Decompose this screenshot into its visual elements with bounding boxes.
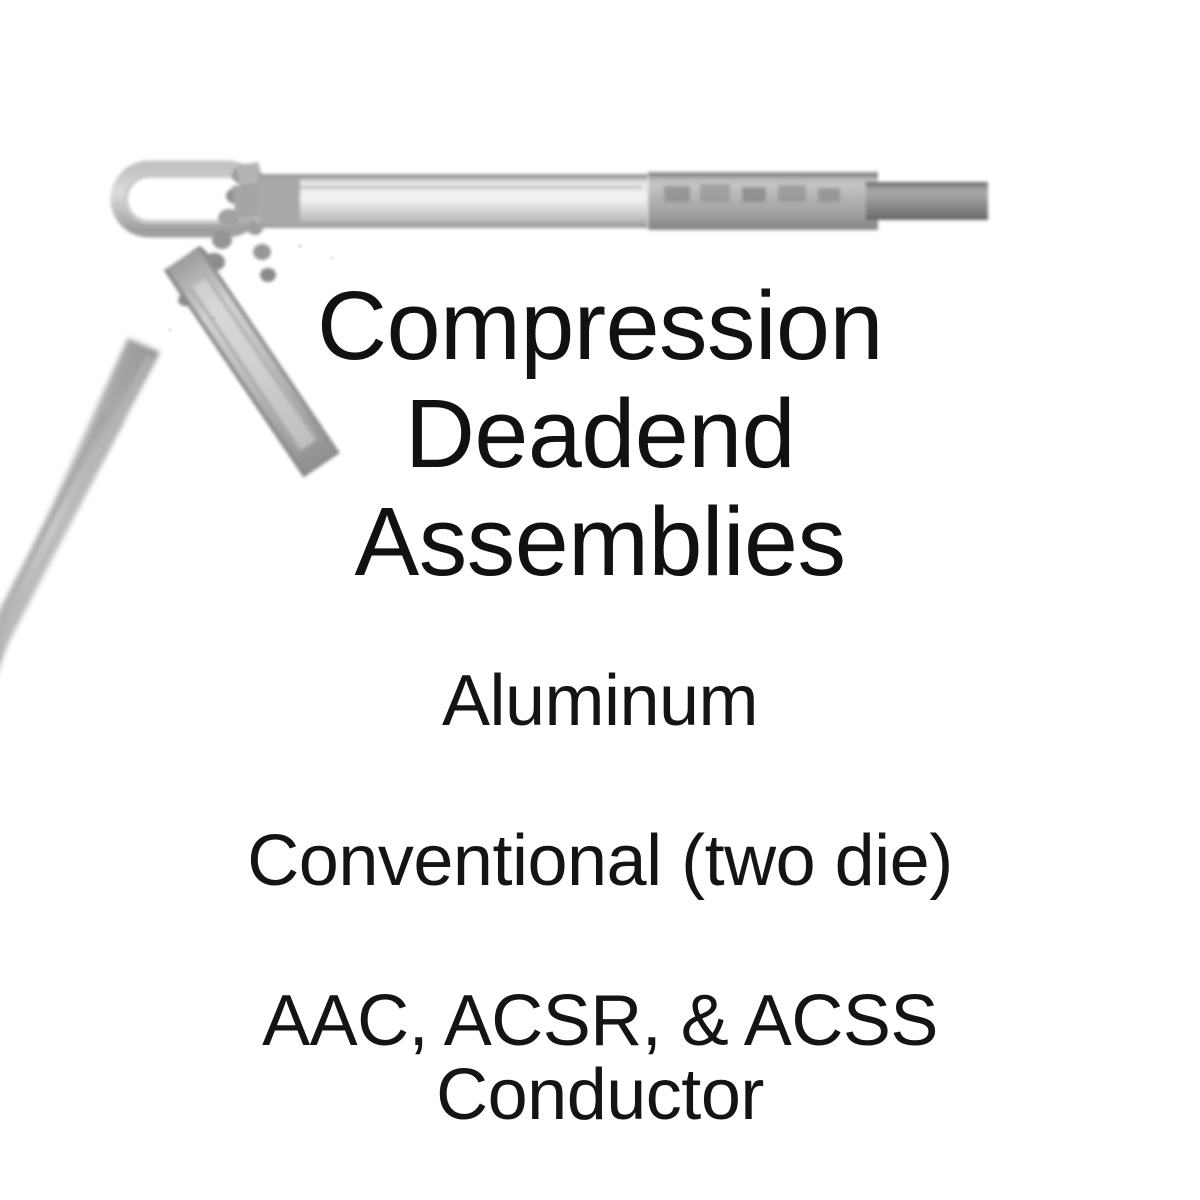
crimped-sleeve-section (648, 172, 878, 230)
photo-noise-accents (168, 243, 334, 332)
rod-end (866, 182, 988, 220)
compression-barrel (258, 174, 648, 228)
jumper-terminal (163, 245, 341, 478)
spec-conductor-label: Conductor (436, 1055, 764, 1135)
title-line-3: Assemblies (354, 487, 846, 596)
title-line-2: Deadend (404, 379, 796, 488)
spec-material: Aluminum (441, 661, 759, 741)
compression-deadend-assembly-photo (0, 160, 988, 665)
conductor-strand-shading (0, 412, 125, 660)
page-title: Compression Deadend Assemblies (230, 272, 970, 596)
title-line-1: Compression (317, 271, 883, 380)
specification-list: Aluminum Conventional (two die) AAC, ACS… (100, 660, 1100, 1136)
spec-die-type: Conventional (two die) (247, 821, 953, 901)
spec-conductor-types: AAC, ACSR, & ACSS (262, 981, 938, 1061)
conductor-tail (0, 338, 160, 665)
